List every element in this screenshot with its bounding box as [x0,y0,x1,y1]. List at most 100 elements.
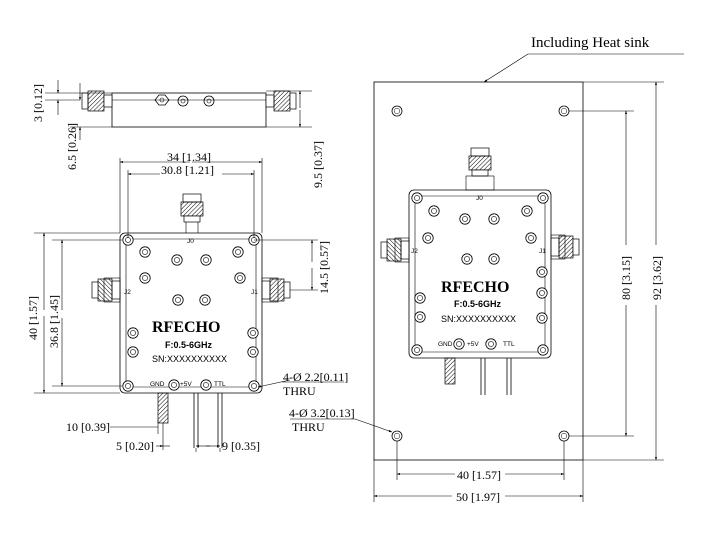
screw [127,346,139,358]
side-left-connector [81,90,113,112]
right-freq-label: F:0.5-6GHz [454,299,502,309]
left-module-body [119,232,263,394]
dim-9: 9 [0.35] [195,439,260,453]
screw [536,287,548,299]
dim-3-label: 3 [0.12] [31,84,45,122]
dim-30-8-label: 30.8 [1.21] [161,163,214,177]
hole-2-2-label: 4-Ø 2.2[0.11] [283,370,348,384]
side-feedthrough-1 [177,95,189,107]
corner-screw [411,344,423,356]
screw [521,205,533,217]
screw [428,205,440,217]
mount-hole [391,105,403,117]
dim-9-5: 9.5 [0.37] [266,90,325,188]
dim-80: 80 [3.15] [569,110,634,437]
screw [525,232,537,244]
left-module: J0 J2 J1 RFECHO F:0.5-6GHz SN:XXXXXXXXXX… [91,193,291,448]
dim-10-label: 10 [0.39] [66,420,110,434]
right-sn-label: SN:XXXXXXXXXX [441,314,516,324]
screw [200,254,212,266]
dim-92: 92 [3.62] [583,81,664,461]
screw [247,327,259,339]
dim-36-8-label: 36.8 [1.45] [47,295,61,348]
dim-hole-3-2: 4-Ø 3.2[0.13] THRU [289,406,393,434]
dim-10: 10 [0.39] [66,420,159,434]
corner-screw [411,192,423,204]
screw [453,338,465,350]
right-j0-connector [468,147,492,177]
left-j0-connector [180,193,204,223]
pin-j2-label: J2 [124,289,131,296]
hole-3-2-label: 4-Ø 3.2[0.13] [289,406,355,420]
right-pin-ttl-label: TTL [503,341,515,348]
screw [414,292,426,304]
screw [461,253,473,265]
heat-sink-callout: Including Heat sink [483,35,684,83]
side-feedthrough-2 [203,95,215,107]
dim-14-5: 14.5 [0.57] [254,239,331,294]
dim-80-label: 80 [3.15] [619,256,633,300]
left-j2-connector [91,278,121,302]
right-pin-5v-label: +5V [467,341,479,348]
pin-gnd-label: GND [150,381,165,388]
side-right-connector [265,90,297,112]
screw [200,379,212,391]
heat-sink-plate [373,81,584,461]
screw [139,272,151,284]
right-gnd-lead [444,357,456,385]
gnd-lead [157,392,169,424]
dim-6-5: 6.5 [0.26] [65,83,112,170]
screw [139,246,151,258]
screw [414,311,426,323]
pin-j1-label: J1 [251,289,258,296]
pin-5v-label: +5V [180,381,192,388]
right-pin-j0-label: J0 [476,195,483,202]
screw [488,253,500,265]
pin-ttl-label: TTL [214,381,226,388]
dim-5-label: 5 [0.20] [116,439,154,453]
sn-label: SN:XXXXXXXXXX [152,354,227,364]
screw [232,246,244,258]
mount-hole [558,105,570,117]
brand-label: RFECHO [152,319,220,336]
heat-sink-view: J0 J2 J1 RFECHO F:0.5-6GHz SN:XXXXXXXXXX… [373,81,584,461]
dim-34: 34 [1.34] [119,150,263,233]
dim-92-label: 92 [3.62] [650,256,664,300]
hole-2-2-thru: THRU [283,384,316,398]
screw [422,232,434,244]
screw [536,266,548,278]
screw [168,379,180,391]
screw [234,272,246,284]
hole-3-2-thru: THRU [292,420,325,434]
screw [247,346,259,358]
dim-3: 3 [0.12] [31,80,112,122]
dim-9-label: 9 [0.35] [222,439,260,453]
screw [536,312,548,324]
dim-50: 50 [1.97] [373,460,584,504]
dim-40-horizontal-label: 40 [1.57] [457,468,501,482]
right-brand-label: RFECHO [441,279,509,296]
screw [172,294,184,306]
pin-j0-label: J0 [187,238,194,245]
dim-9-5-label: 9.5 [0.37] [311,141,325,188]
screw [171,254,183,266]
dim-50-label: 50 [1.97] [456,490,500,504]
mount-hole [391,430,403,442]
dim-6-5-label: 6.5 [0.26] [65,123,79,170]
dim-40-vertical: 40 [1.57] [26,232,120,394]
screw [459,213,471,225]
side-view [81,90,297,128]
right-pin-j1-label: J1 [539,248,546,255]
mount-hole [558,430,570,442]
dim-36-8: 36.8 [1.45] [47,239,122,387]
corner-screw [537,192,549,204]
dim-hole-2-2: 4-Ø 2.2[0.11] THRU [257,370,348,398]
dim-40-horizontal: 40 [1.57] [396,441,565,482]
dim-40-vertical-label: 40 [1.57] [26,296,40,340]
side-body [111,92,267,128]
heat-sink-title: Including Heat sink [531,35,650,51]
screw [488,213,500,225]
screw [485,338,497,350]
dim-34-label: 34 [1.34] [167,150,211,164]
